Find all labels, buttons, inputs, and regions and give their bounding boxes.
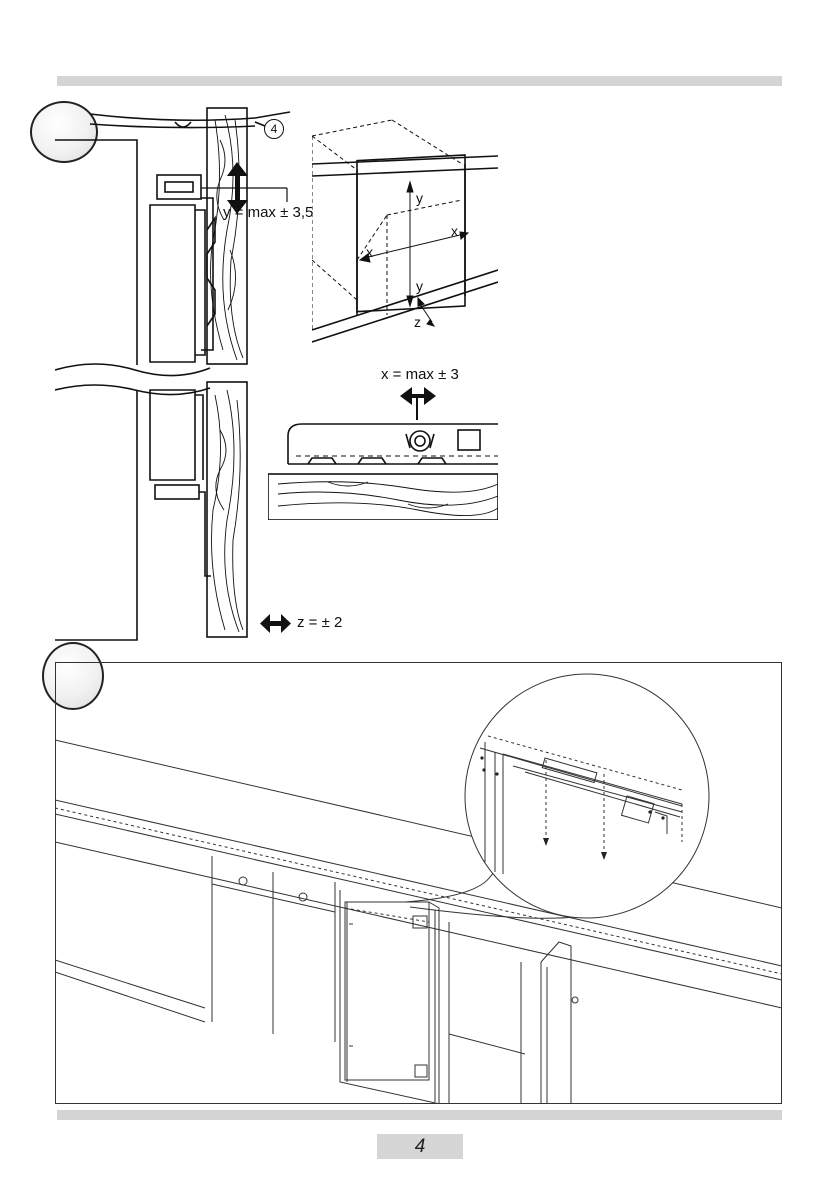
hinge-section-drawing (55, 100, 355, 645)
z-adjust-arrow (260, 614, 291, 633)
door-axis-y-top: y (416, 191, 423, 205)
page-number: 4 (377, 1134, 463, 1159)
y-tolerance-label: y = max ± 3,5 (223, 205, 313, 220)
x-adjust-arrow (400, 387, 436, 420)
kitchen-installation-drawing (55, 662, 782, 1104)
callout-4-badge: 4 (264, 119, 284, 139)
detail-zoom-circle (465, 674, 709, 918)
top-divider (57, 76, 782, 86)
door-axis-x-left: x (366, 245, 373, 259)
door-axis-z: z (414, 315, 421, 329)
callout-4-label: 4 (271, 122, 278, 136)
door-axis-x-right: x (451, 224, 458, 238)
door-adjust-axes-drawing (312, 100, 498, 350)
bottom-divider (57, 1110, 782, 1120)
door-axis-y-bottom: y (416, 279, 423, 293)
hinge-bracket-detail (268, 384, 498, 520)
x-tolerance-label: x = max ± 3 (381, 367, 459, 382)
z-tolerance-label: z = ± 2 (297, 615, 342, 630)
